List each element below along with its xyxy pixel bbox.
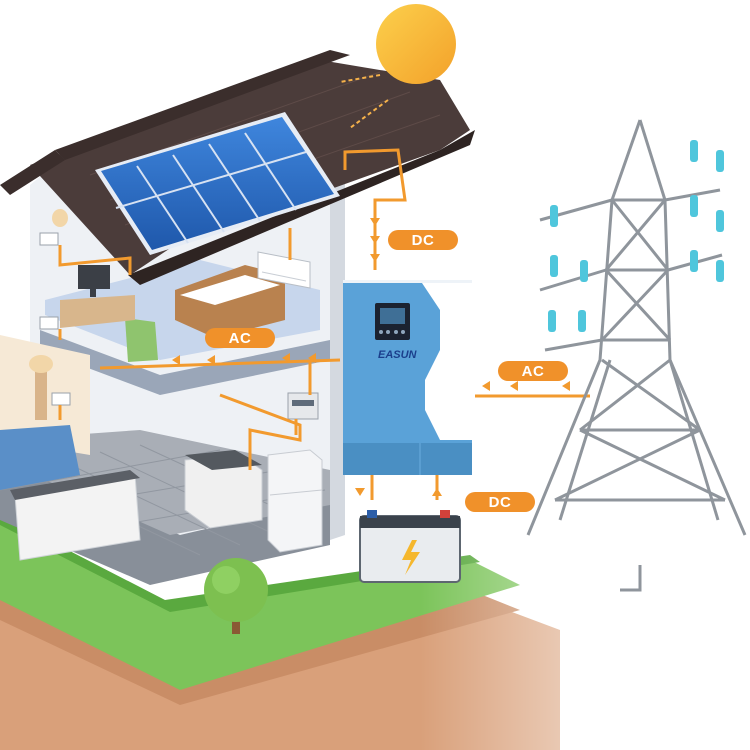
- wall-outlet: [51, 392, 71, 406]
- solar-panel-icon: [95, 112, 340, 255]
- refrigerator: [267, 449, 323, 553]
- dc-label-battery: DC: [465, 492, 535, 512]
- inverter-icon: [343, 280, 472, 475]
- wall-lamp: [52, 209, 68, 227]
- wall-outlet: [39, 232, 59, 246]
- ac-label-house: AC: [205, 328, 275, 348]
- flow-arrows: [172, 218, 570, 496]
- sofa: [0, 425, 80, 490]
- energy-flow-lines: [58, 148, 590, 500]
- sun-rays: [339, 74, 389, 129]
- desk: [60, 295, 135, 328]
- monitor: [78, 265, 110, 289]
- inverter-brand-logo: EASUN: [378, 349, 417, 361]
- floor-lamp: [35, 360, 47, 420]
- air-conditioner-icon: [257, 251, 311, 289]
- wall-outlet: [39, 316, 59, 330]
- dc-label-solar: DC: [388, 230, 458, 250]
- chair: [125, 318, 158, 362]
- battery-icon: [359, 510, 461, 583]
- tree-icon: [204, 558, 268, 634]
- insulators: [548, 140, 724, 332]
- sun-icon: [376, 4, 456, 84]
- transmission-tower-icon: [526, 119, 747, 592]
- ac-label-grid: AC: [498, 361, 568, 381]
